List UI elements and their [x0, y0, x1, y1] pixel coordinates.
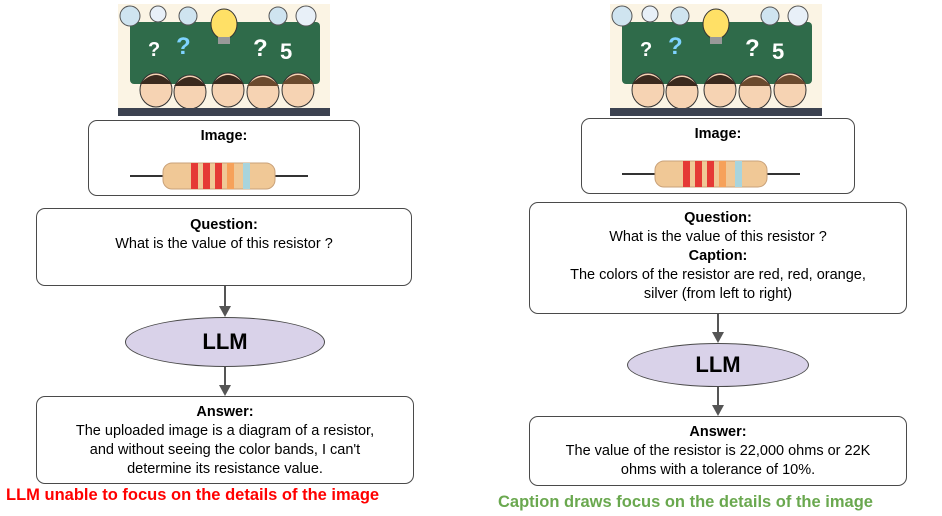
- right-resistor-icon: [622, 160, 800, 188]
- right-answer-line-2: ohms with a tolerance of 10%.: [620, 462, 816, 478]
- right-llm-label: LLM: [695, 352, 741, 377]
- left-answer-box: Answer: The uploaded image is a diagram …: [36, 396, 414, 484]
- svg-text:?: ?: [148, 39, 160, 61]
- right-llm-node: LLM: [627, 343, 809, 387]
- svg-text:?: ?: [745, 35, 760, 62]
- left-llm-label: LLM: [202, 329, 248, 354]
- right-question-text: What is the value of this resistor ?: [609, 229, 827, 245]
- svg-text:?: ?: [668, 33, 683, 60]
- right-question-label: Question:: [684, 210, 752, 226]
- svg-text:5: 5: [772, 39, 784, 64]
- right-caption-line-1: The colors of the resistor are red, red,…: [570, 267, 866, 283]
- left-arrow-to-llm: [219, 286, 231, 317]
- left-answer-line-2: and without seeing the color bands, I ca…: [89, 442, 361, 458]
- left-question-text: What is the value of this resistor ?: [115, 236, 333, 252]
- left-question-label: Question:: [190, 217, 258, 233]
- right-image-label: Image:: [694, 126, 742, 142]
- right-caption-label: Caption:: [688, 248, 748, 264]
- right-answer-label: Answer:: [689, 424, 747, 440]
- left-answer-label: Answer:: [196, 404, 254, 420]
- svg-text:?: ?: [176, 33, 191, 60]
- left-resistor-icon: [130, 162, 308, 190]
- classroom-illustration: ? ? ? 5: [118, 4, 330, 116]
- left-image-box: Image:: [88, 120, 360, 196]
- right-caption-line-2: silver (from left to right): [643, 286, 793, 302]
- svg-text:?: ?: [253, 35, 268, 62]
- svg-text:5: 5: [280, 39, 292, 64]
- classroom-illustration: ? ? ? 5: [610, 4, 822, 116]
- right-question-box: Question: What is the value of this resi…: [529, 202, 907, 314]
- left-image-label: Image:: [200, 128, 248, 144]
- svg-text:?: ?: [640, 39, 652, 61]
- left-arrow-to-answer: [219, 367, 231, 396]
- left-answer-line-3: determine its resistance value.: [127, 461, 323, 477]
- right-answer-box: Answer: The value of the resistor is 22,…: [529, 416, 907, 486]
- right-arrow-to-answer: [712, 387, 724, 416]
- right-image-box: Image:: [581, 118, 855, 194]
- right-arrow-to-llm: [712, 314, 724, 343]
- left-caption: LLM unable to focus on the details of th…: [6, 486, 380, 504]
- left-question-box: Question: What is the value of this resi…: [36, 208, 412, 286]
- right-answer-line-1: The value of the resistor is 22,000 ohms…: [565, 443, 871, 459]
- left-llm-node: LLM: [125, 317, 325, 367]
- right-caption: Caption draws focus on the details of th…: [498, 493, 873, 511]
- left-answer-line-1: The uploaded image is a diagram of a res…: [75, 423, 375, 439]
